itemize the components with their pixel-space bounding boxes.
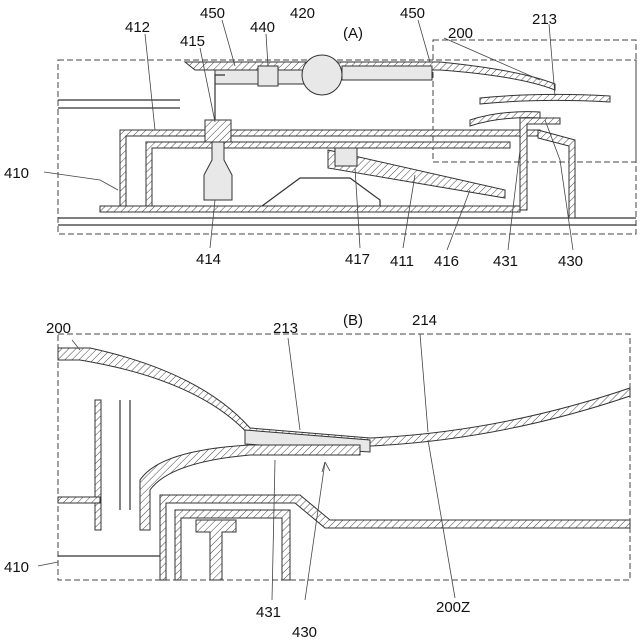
caption-a: (A) — [343, 25, 363, 42]
label-410-b: 410 — [4, 559, 29, 576]
label-213-b: 213 — [273, 320, 298, 337]
housing-412-detail — [160, 495, 630, 580]
hinge-417 — [335, 148, 357, 166]
label-200z: 200Z — [436, 599, 470, 616]
piston-414 — [204, 142, 232, 200]
label-417: 417 — [345, 251, 370, 268]
label-431: 431 — [493, 253, 518, 270]
caption-b: (B) — [343, 312, 363, 329]
figure-a: 450 440 420 (A) 450 412 415 200 213 410 … — [4, 5, 636, 270]
label-214: 214 — [412, 312, 437, 329]
figure-b: 200 213 (B) 214 410 431 430 200Z — [4, 312, 630, 640]
label-430-b: 430 — [292, 624, 317, 640]
label-200-b: 200 — [46, 320, 71, 337]
stem-415 — [205, 120, 231, 142]
valve-420 — [302, 55, 342, 95]
label-414: 414 — [196, 251, 221, 268]
joint-440 — [258, 66, 278, 86]
label-411: 411 — [390, 253, 414, 270]
label-440: 440 — [250, 19, 275, 36]
label-410: 410 — [4, 165, 29, 182]
window-213 — [480, 94, 610, 104]
label-415: 415 — [180, 33, 205, 50]
cover-200-detail — [58, 348, 630, 446]
label-213: 213 — [532, 11, 557, 28]
label-450: 450 — [200, 5, 225, 22]
float-416 — [262, 178, 380, 206]
label-200: 200 — [448, 25, 473, 42]
label-416: 416 — [434, 253, 459, 270]
label-412: 412 — [125, 19, 150, 36]
label-430: 430 — [558, 253, 583, 270]
label-450-right: 450 — [400, 5, 425, 22]
valve-detail — [196, 520, 236, 580]
label-420: 420 — [290, 5, 315, 22]
label-431-b: 431 — [256, 604, 281, 621]
